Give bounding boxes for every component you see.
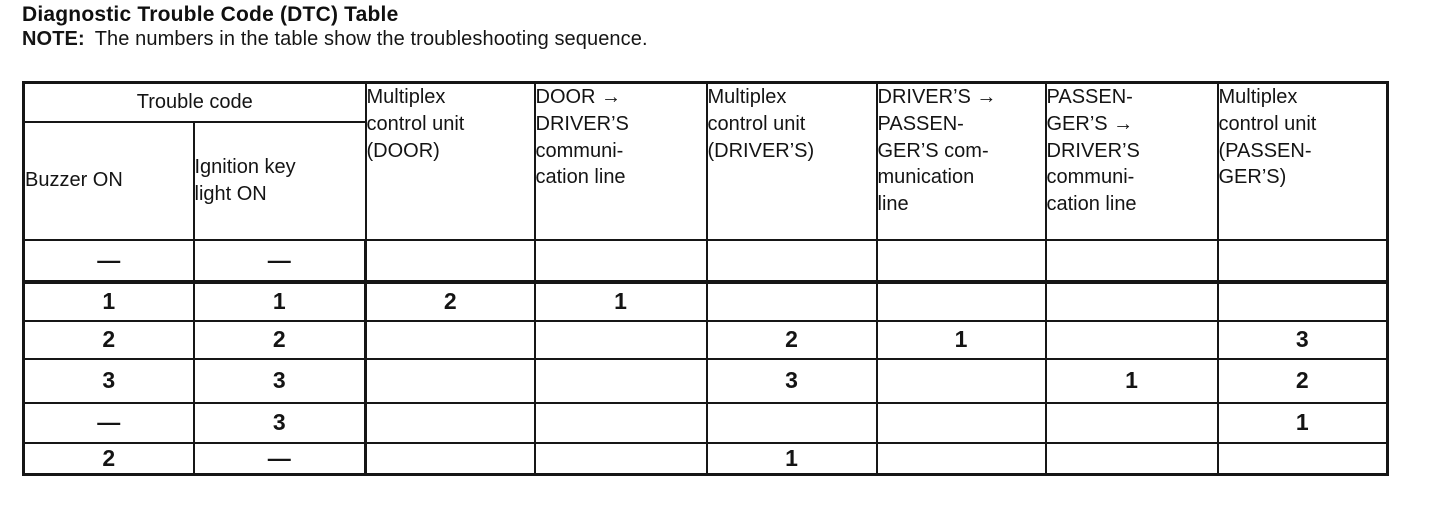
cell-seq	[1216, 280, 1389, 322]
cell-seq	[705, 280, 878, 322]
cell-seq	[875, 280, 1047, 322]
cell-ignition-code: 3	[192, 401, 367, 444]
cell-buzzer-code: 1	[22, 280, 195, 322]
table-row: 2 — 1	[22, 441, 1389, 476]
dtc-table: Trouble code Multiplex control unit (DOO…	[22, 81, 1389, 476]
cell-seq	[875, 238, 1047, 284]
cell-seq	[875, 441, 1047, 476]
header-trouble-code: Trouble code	[22, 81, 367, 123]
cell-buzzer-code: 3	[22, 357, 195, 404]
cell-seq	[533, 319, 708, 360]
cell-seq: 1	[875, 319, 1047, 360]
cell-ignition-code: —	[192, 441, 367, 476]
cell-ignition-code: 3	[192, 357, 367, 404]
cell-seq: 2	[705, 319, 878, 360]
cell-seq	[364, 319, 536, 360]
cell-seq	[364, 357, 536, 404]
cell-ignition-code: 1	[192, 280, 367, 322]
table-row: — —	[22, 238, 1389, 284]
cell-seq	[705, 401, 878, 444]
cell-seq	[875, 401, 1047, 444]
cell-seq: 1	[705, 441, 878, 476]
page-title: Diagnostic Trouble Code (DTC) Table	[22, 3, 399, 26]
cell-seq	[364, 238, 536, 284]
table-row: — 3 1	[22, 401, 1389, 444]
cell-seq	[1044, 441, 1219, 476]
cell-seq	[364, 441, 536, 476]
cell-seq	[1044, 238, 1219, 284]
cell-buzzer-code: —	[22, 401, 195, 444]
header-drivers-passengers-communication-line: DRIVER’S → PASSEN- GER’S com- munication…	[875, 81, 1047, 241]
header-door-drivers-communication-line: DOOR → DRIVER’S communi- cation line	[533, 81, 708, 241]
cell-seq	[1044, 280, 1219, 322]
cell-seq	[1216, 238, 1389, 284]
table-row: 3 3 3 1 2	[22, 357, 1389, 404]
header-multiplex-control-unit-passengers: Multiplex control unit (PASSEN- GER’S)	[1216, 81, 1389, 241]
table-row: 1 1 2 1	[22, 280, 1389, 322]
header-passengers-drivers-communication-line: PASSEN- GER’S → DRIVER’S communi- cation…	[1044, 81, 1219, 241]
cell-seq	[533, 238, 708, 284]
cell-seq	[875, 357, 1047, 404]
cell-ignition-code: —	[192, 238, 367, 284]
cell-seq	[533, 357, 708, 404]
cell-seq: 1	[1216, 401, 1389, 444]
note-line: NOTE: The numbers in the table show the t…	[22, 28, 648, 51]
header-ignition-key-light-on: Ignition key light ON	[192, 120, 367, 241]
note-label: NOTE:	[22, 28, 85, 50]
cell-seq: 2	[1216, 357, 1389, 404]
note-text: The numbers in the table show the troubl…	[94, 28, 648, 50]
cell-ignition-code: 2	[192, 319, 367, 360]
cell-seq	[705, 238, 878, 284]
header-buzzer-on: Buzzer ON	[22, 120, 195, 241]
cell-seq	[1044, 401, 1219, 444]
cell-seq	[1044, 319, 1219, 360]
cell-seq: 1	[1044, 357, 1219, 404]
cell-seq	[533, 401, 708, 444]
header-multiplex-control-unit-door: Multiplex control unit (DOOR)	[364, 81, 536, 241]
cell-seq: 1	[533, 280, 708, 322]
table-row: 2 2 2 1 3	[22, 319, 1389, 360]
cell-seq	[364, 401, 536, 444]
header-row-sub: Buzzer ON Ignition key light ON	[22, 120, 1388, 241]
cell-seq	[533, 441, 708, 476]
cell-buzzer-code: —	[22, 238, 195, 284]
header-row-group: Trouble code Multiplex control unit (DOO…	[22, 81, 1389, 241]
cell-buzzer-code: 2	[22, 319, 195, 360]
cell-seq: 3	[705, 357, 878, 404]
cell-buzzer-code: 2	[22, 441, 195, 476]
header-multiplex-control-unit-drivers: Multiplex control unit (DRIVER’S)	[705, 81, 878, 241]
cell-seq	[1216, 441, 1389, 476]
cell-seq: 2	[364, 280, 536, 322]
cell-seq: 3	[1216, 319, 1389, 360]
